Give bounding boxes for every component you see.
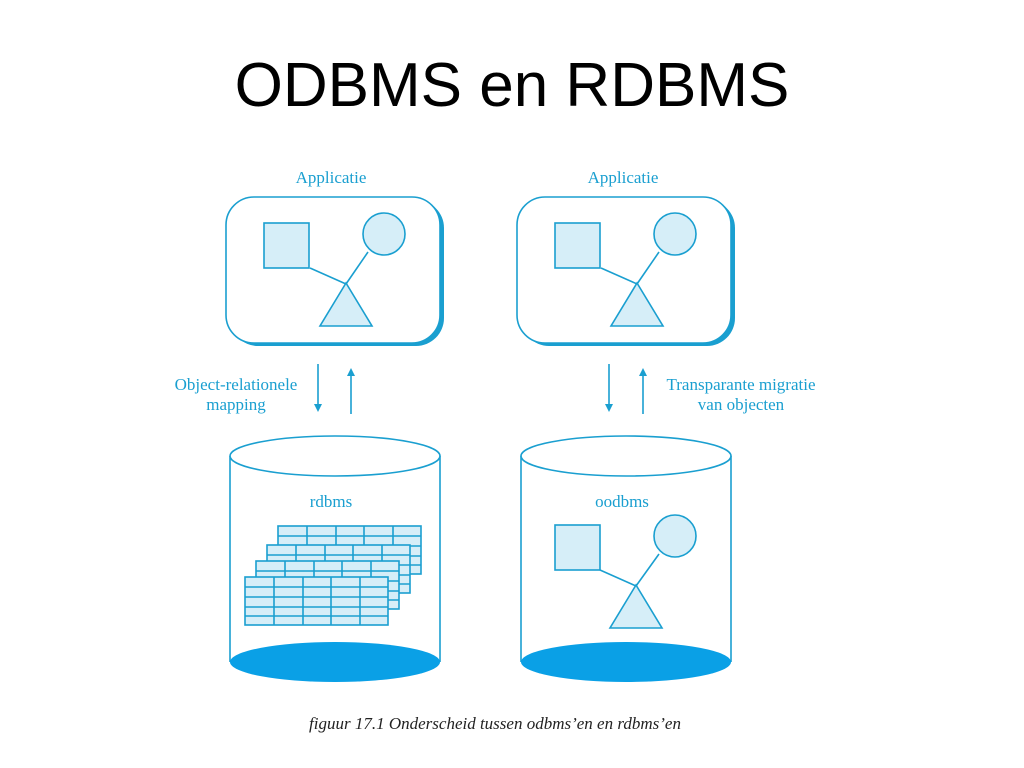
left-app-square-shape: [263, 222, 310, 269]
relational-table: [244, 576, 389, 626]
oodbms-triangle-shape: [608, 583, 664, 629]
migration-label-line2: van objecten: [698, 395, 785, 414]
rdbms-cylinder-top: [229, 435, 441, 477]
oodbms-cylinder-base: [521, 642, 731, 682]
oodbms-square-shape: [554, 524, 601, 571]
oodbms-objects: [554, 514, 697, 629]
right-app-triangle-shape: [609, 281, 665, 327]
left-application-box: [225, 196, 444, 346]
figure-caption: figuur 17.1 Onderscheid tussen odbms’en …: [309, 714, 681, 733]
rdbms-label: rdbms: [310, 492, 353, 511]
oodbms-label: oodbms: [595, 492, 649, 511]
mapping-label-line2: mapping: [206, 395, 266, 414]
oodbms-cylinder: [520, 435, 732, 682]
slide-title: ODBMS en RDBMS: [234, 51, 790, 120]
rdbms-cylinder-base: [230, 642, 440, 682]
left-app-triangle-shape: [318, 281, 374, 327]
right-app-circle-shape: [653, 212, 697, 256]
oodbms-circle-shape: [653, 514, 697, 558]
right-app-square-shape: [554, 222, 601, 269]
migration-label-line1: Transparante migratie: [666, 375, 815, 394]
rdbms-cylinder: [229, 435, 441, 682]
oodbms-cylinder-top: [520, 435, 732, 477]
right-application-box: [516, 196, 735, 346]
right-app-label: Applicatie: [588, 168, 659, 187]
left-app-circle-shape: [362, 212, 406, 256]
left-app-label: Applicatie: [296, 168, 367, 187]
mapping-label-line1: Object-relationele: [175, 375, 298, 394]
rdbms-table-stack: [244, 525, 422, 626]
